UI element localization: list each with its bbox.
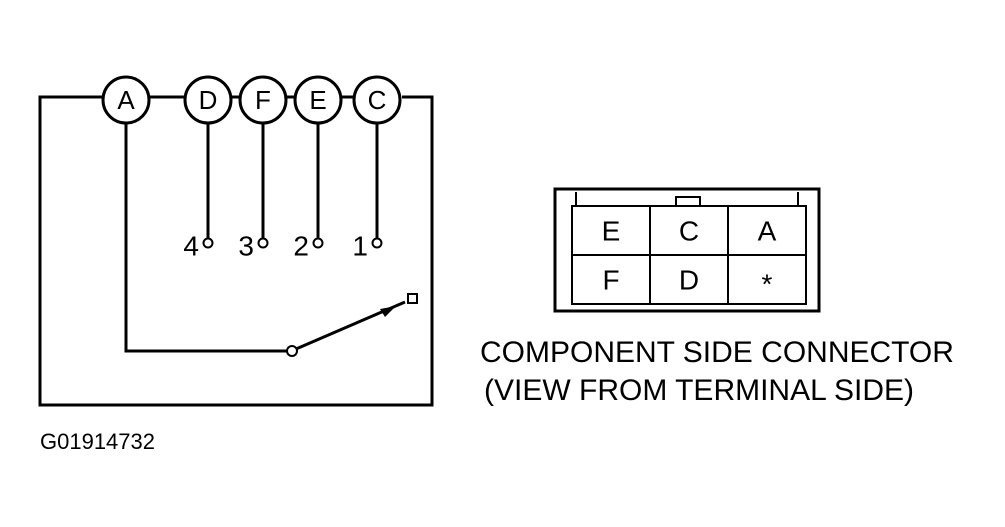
connector-latch [675, 196, 701, 207]
terminal-d: D [183, 75, 233, 125]
contact-1 [371, 237, 383, 249]
terminal-a-label: A [117, 85, 135, 115]
switch-contact-terminal [407, 293, 418, 304]
switch-frame [38, 95, 434, 407]
terminal-e: E [293, 75, 343, 125]
connector-caption-line1: COMPONENT SIDE CONNECTOR [480, 336, 954, 369]
switch-pivot [286, 345, 298, 357]
terminal-c-label: C [368, 85, 387, 115]
position-label-4: 4 [183, 231, 199, 262]
position-label-3: 3 [238, 231, 254, 262]
position-label-1: 1 [352, 231, 368, 262]
contact-2 [312, 237, 324, 249]
terminal-e-label: E [309, 85, 326, 115]
connector-cell-unused: * [762, 269, 773, 300]
connector-cell-f: F [602, 265, 619, 296]
terminal-f-label: F [255, 85, 271, 115]
arrow-icon [380, 306, 396, 317]
contact-3 [257, 237, 269, 249]
connector-caption-line2: (VIEW FROM TERMINAL SIDE) [484, 374, 914, 407]
terminal-c: C [352, 75, 402, 125]
terminal-a: A [101, 75, 151, 125]
connector-cell-c: C [679, 216, 699, 247]
connector-cell-d: D [679, 265, 699, 296]
connector-cell-a: A [758, 216, 777, 247]
figure-id: G01914732 [40, 429, 155, 454]
switch-schematic: A D F E C 4 3 2 1 [38, 75, 434, 407]
terminal-d-label: D [199, 85, 218, 115]
terminal-f: F [238, 75, 288, 125]
connector-view: E C A F D * COMPONENT SIDE CONNECTOR (VI… [480, 187, 954, 407]
common-wire-a [124, 123, 287, 353]
connector-cell-e: E [602, 216, 621, 247]
contact-4 [202, 237, 214, 249]
position-label-2: 2 [293, 231, 309, 262]
